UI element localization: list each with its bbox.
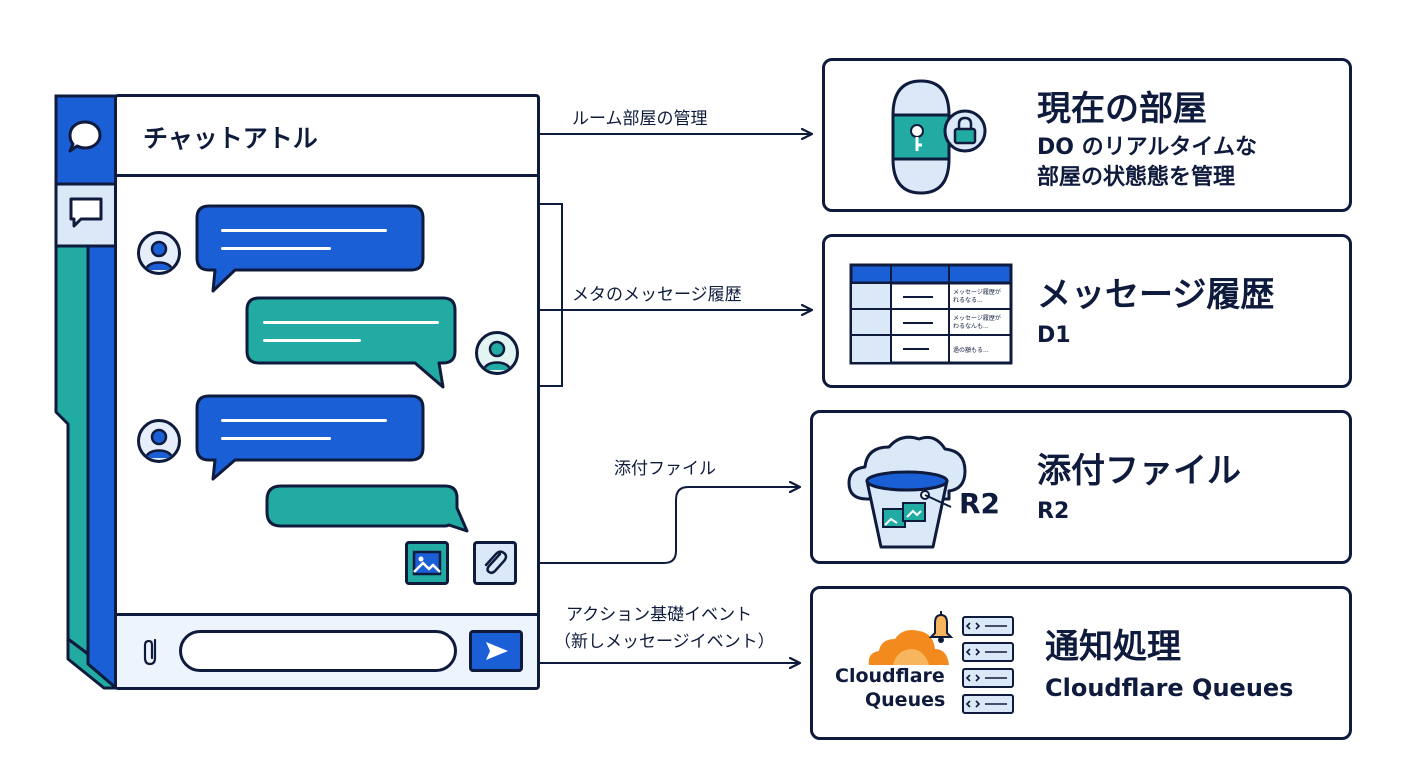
user-icon	[144, 240, 174, 271]
panel-notifications-sub: Cloudflare Queues	[1045, 674, 1294, 702]
connector-attachments	[520, 487, 800, 564]
table-cell: メッセージ履歴が れるなる...	[953, 289, 1001, 304]
attach-button[interactable]	[473, 541, 517, 585]
cloudflare-queue-icon	[868, 611, 954, 665]
message-icon[interactable]	[68, 196, 104, 230]
chat-title: チャットアトル	[143, 124, 318, 153]
avatar	[137, 231, 181, 275]
panel-attachments-title: 添付ファイル	[1037, 451, 1241, 491]
table-cell: 過の額もる...	[953, 347, 989, 354]
image-icon	[412, 550, 442, 576]
table-cell: メッセージ履歴が わるなんも...	[953, 315, 1001, 330]
r2-icon-label: R2	[959, 487, 1001, 520]
cloudflare-logo-line2: Queues	[865, 689, 946, 711]
paperclip-icon	[484, 550, 508, 575]
edge-label-messages: メタのメッセージ履歴	[572, 285, 742, 305]
capsule-lock-icon	[891, 79, 987, 195]
message-row	[137, 419, 181, 463]
panel-notifications: Cloudflare Queues 通知処理 Cloudflare Queues	[810, 586, 1352, 740]
cloudflare-logo-line1: Cloudflare	[835, 665, 945, 687]
message-bubble[interactable]	[261, 483, 473, 541]
panel-attachments: R2 添付ファイル R2	[810, 410, 1352, 564]
chat-sidebar	[54, 94, 118, 690]
edge-label-attachments: 添付ファイル	[614, 459, 716, 479]
panel-attachments-sub: R2	[1037, 499, 1070, 524]
panel-notifications-title: 通知処理	[1045, 627, 1181, 667]
panel-rooms: 現在の部屋 DO のリアルタイムな 部屋の状態態を管理	[822, 58, 1352, 212]
edge-label-events-detail: （新しメッセージイベント）	[554, 632, 775, 652]
panel-rooms-sub1: DO のリアルタイムな	[1037, 135, 1257, 160]
edge-label-rooms: ルーム部屋の管理	[572, 109, 708, 129]
panel-messages-sub: D1	[1037, 323, 1071, 348]
chat-window: チャットアトル	[114, 94, 540, 690]
paperclip-icon[interactable]	[139, 636, 163, 668]
queue-list-icon	[962, 616, 1014, 714]
message-bubble[interactable]	[243, 295, 465, 393]
panel-rooms-sub2: 部屋の状態態を管理	[1037, 165, 1236, 190]
cloud-bucket-icon	[847, 435, 967, 549]
panel-messages-title: メッセージ履歴	[1037, 275, 1275, 315]
edge-label-events: アクション基礎イベント	[566, 605, 753, 625]
chat-bubble-icon[interactable]	[66, 118, 104, 156]
message-row	[475, 331, 519, 375]
user-icon	[482, 340, 512, 371]
send-icon	[486, 642, 508, 660]
panel-rooms-title: 現在の部屋	[1037, 89, 1207, 129]
chat-header: チャットアトル	[117, 97, 537, 177]
user-icon	[144, 428, 174, 459]
send-button[interactable]	[469, 630, 523, 672]
message-list	[117, 177, 537, 613]
avatar	[475, 331, 519, 375]
message-input[interactable]	[179, 630, 457, 672]
message-bubble[interactable]	[193, 203, 429, 297]
database-table-icon	[849, 263, 1013, 365]
image-button[interactable]	[405, 541, 449, 585]
connector-bracket-messages	[518, 203, 563, 387]
message-input-bar	[117, 613, 537, 687]
panel-messages: メッセージ履歴が れるなる... メッセージ履歴が わるなんも... 過の額もる…	[822, 234, 1352, 388]
message-row	[137, 231, 181, 275]
avatar	[137, 419, 181, 463]
